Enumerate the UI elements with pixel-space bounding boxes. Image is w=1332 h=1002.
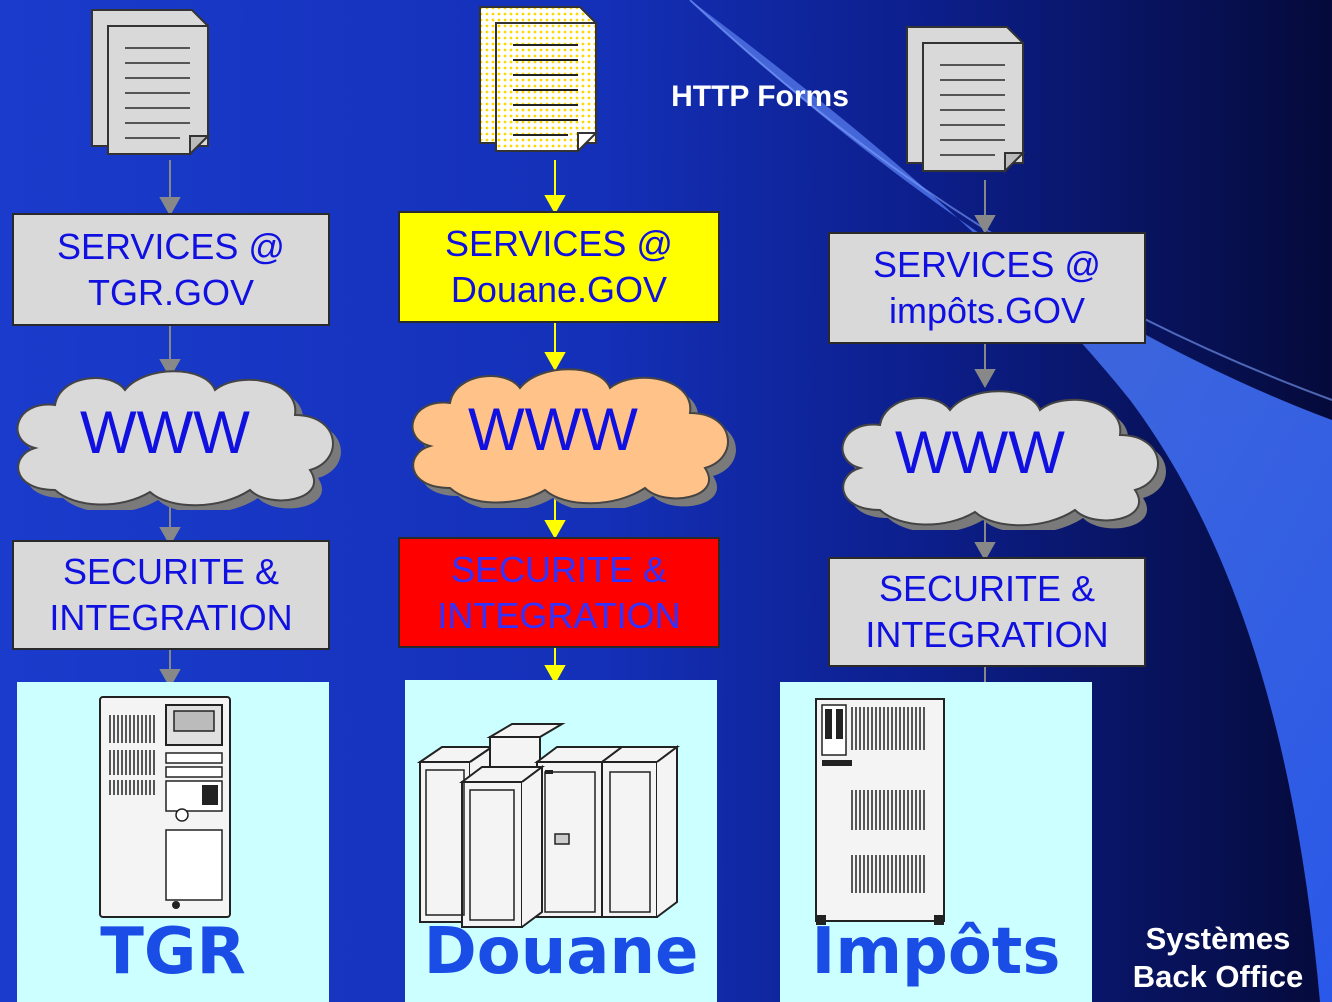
tgr-security-label: SECURITE & INTEGRATION [49,551,293,638]
impots-cloud-icon [841,390,1166,530]
tgr-document-icon [91,9,211,157]
impots-security-box: SECURITE & INTEGRATION [828,557,1146,667]
impots-server-icon [815,698,945,925]
douane-arrows [544,160,566,685]
douane-services-box: SERVICES @ Douane.GOV [398,211,720,323]
tgr-security-box: SECURITE & INTEGRATION [12,540,330,650]
tgr-services-box: SERVICES @ TGR.GOV [12,213,330,326]
douane-security-box: SECURITE & INTEGRATION [398,537,720,648]
http-forms-label: HTTP Forms [671,80,849,113]
back-office-label: Systèmes Back Office [1132,921,1304,994]
douane-document-icon [479,6,599,154]
impots-security-label: SECURITE & INTEGRATION [865,568,1109,655]
douane-system-label: Douane [423,915,699,989]
tgr-cloud-label: WWW [80,399,250,466]
impots-services-box: SERVICES @ impôts.GOV [828,232,1146,344]
impots-document-icon [906,26,1026,174]
tgr-services-label: SERVICES @ TGR.GOV [57,225,285,313]
douane-cloud-icon [411,368,736,508]
douane-cloud-label: WWW [468,396,638,463]
impots-cloud-label: WWW [895,419,1065,486]
background-swoosh [690,0,1332,1002]
tgr-arrows [159,160,181,689]
tgr-system-label: TGR [100,915,246,989]
impots-services-label: SERVICES @ impôts.GOV [873,244,1101,331]
impots-system-label: Impôts [811,915,1061,989]
tgr-server-icon [99,696,231,918]
douane-security-label: SECURITE & INTEGRATION [437,548,681,636]
douane-services-label: SERVICES @ Douane.GOV [445,223,673,310]
tgr-cloud-icon [16,370,341,510]
impots-arrows [974,180,996,709]
douane-mainframe-icon [416,723,680,928]
